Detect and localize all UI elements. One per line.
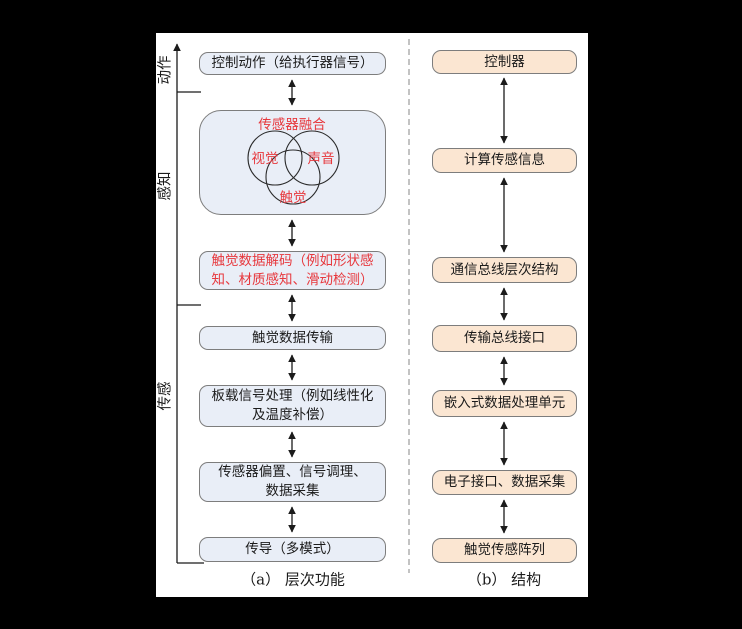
node-electronic-interface-daq: 电子接口、数据采集	[432, 470, 577, 495]
node-tactile-data-transmission: 触觉数据传输	[199, 326, 386, 350]
node-onboard-signal-processing: 板载信号处理（例如线性化 及温度补偿）	[199, 385, 386, 427]
node-embedded-data-processing-unit: 嵌入式数据处理单元	[432, 390, 577, 417]
caption-panel-b: （b） 结构	[466, 570, 542, 589]
axis-label-perception: 感知	[157, 171, 174, 201]
node-label: 计算传感信息	[464, 152, 545, 169]
figure-panel: 动作 感知 传感 控制动作（给执行器信号） 传感器融合 视觉 声音 触觉 触觉数…	[156, 33, 588, 597]
fusion-title: 传感器融合	[258, 117, 326, 133]
node-control-action: 控制动作（给执行器信号）	[199, 52, 386, 75]
node-label: 及温度补偿）	[252, 407, 333, 423]
node-tactile-data-decode: 触觉数据解码（例如形状感 知、材质感知、滑动检测）	[199, 251, 386, 290]
node-compute-sensing-info: 计算传感信息	[432, 148, 577, 173]
node-label: 电子接口、数据采集	[443, 474, 566, 491]
fusion-label-touch: 触觉	[279, 190, 307, 206]
fusion-label-vision: 视觉	[251, 151, 279, 167]
node-label: 触觉传感阵列	[464, 542, 545, 559]
node-label: 控制动作（给执行器信号）	[211, 55, 374, 72]
node-label: 通信总线层次结构	[450, 261, 559, 278]
node-label: 传导（多模式）	[245, 541, 340, 558]
fusion-label-sound: 声音	[307, 151, 335, 167]
node-sensor-bias-conditioning: 传感器偏置、信号调理、 数据采集	[199, 462, 386, 502]
node-label: 嵌入式数据处理单元	[443, 395, 566, 412]
node-label: 触觉数据解码（例如形状感	[211, 252, 374, 269]
node-communication-bus-hierarchy: 通信总线层次结构	[432, 257, 577, 283]
node-transmission-bus-interface: 传输总线接口	[432, 325, 577, 352]
node-label: 数据采集	[265, 483, 320, 499]
node-conduction-multimode: 传导（多模式）	[199, 537, 386, 562]
node-label: 传感器偏置、信号调理、	[218, 464, 367, 481]
caption-panel-a: （a） 层次功能	[241, 570, 345, 589]
node-label: 触觉数据传输	[252, 329, 333, 346]
node-label: 板载信号处理（例如线性化	[211, 388, 374, 405]
axis-label-action: 动作	[157, 55, 174, 85]
node-label: 传输总线接口	[464, 330, 545, 347]
node-label: 控制器	[484, 53, 525, 70]
node-label: 知、材质感知、滑动检测）	[211, 271, 374, 288]
axis-label-sensing: 传感	[157, 381, 174, 411]
node-tactile-sensing-array: 触觉传感阵列	[432, 538, 577, 563]
node-controller: 控制器	[432, 50, 577, 74]
